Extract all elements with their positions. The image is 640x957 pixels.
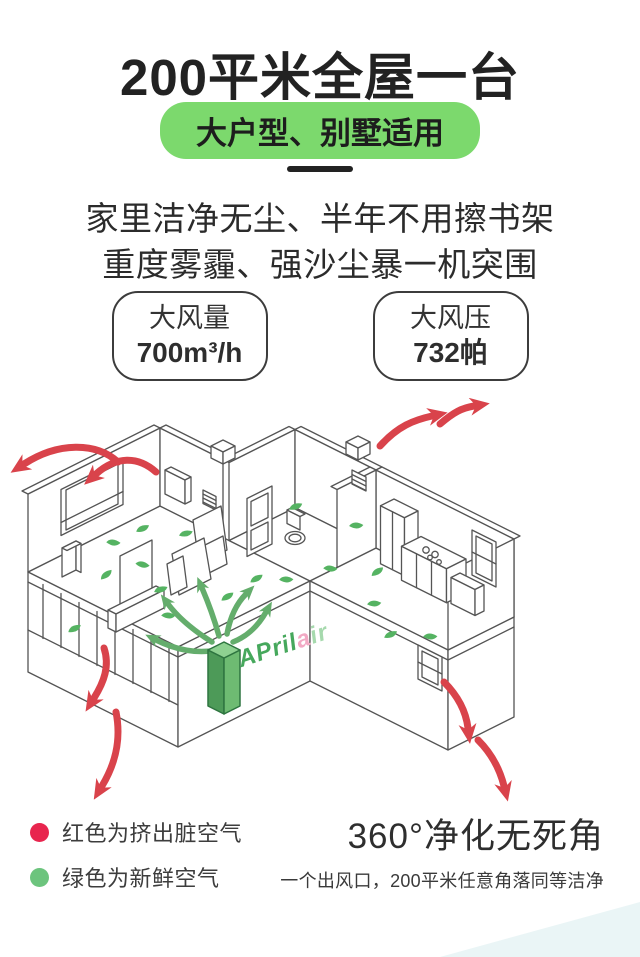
green-dot-icon xyxy=(30,867,49,887)
tagline-line2: 重度雾霾、强沙尘暴一机突围 xyxy=(102,246,538,283)
legend-dirty-air-label: 红色为挤出脏空气 xyxy=(62,821,243,846)
airflow-legend: 红色为挤出脏空气 绿色为新鲜空气 xyxy=(30,816,242,906)
legend-fresh-air: 绿色为新鲜空气 xyxy=(30,861,242,893)
house-airflow-illustration xyxy=(10,398,521,802)
vent-grille-left xyxy=(202,489,217,511)
stat-airflow-value: 700m³/h xyxy=(136,337,243,369)
living-room-window xyxy=(60,457,124,537)
stat-pressure-label: 大风压 xyxy=(410,303,491,333)
legend-fresh-air-label: 绿色为新鲜空气 xyxy=(62,866,220,891)
stat-airflow-label: 大风量 xyxy=(149,303,230,333)
stat-airflow-card: 大风量 700m³/h xyxy=(111,291,268,381)
kitchen-window xyxy=(471,529,497,588)
roof-vent-right xyxy=(345,435,371,461)
footer-claim: 360°净化无死角 一个出风口，200平米任意角落同等洁净 xyxy=(280,808,604,893)
green-air-arrows xyxy=(145,576,272,655)
highlight-badge: 大户型、别墅适用 xyxy=(160,102,480,159)
footer-headline: 360°净化无死角 xyxy=(347,817,604,856)
hall-door xyxy=(246,485,273,558)
red-exhaust-arrows xyxy=(10,398,512,802)
stat-pressure-card: 大风压 732帕 xyxy=(372,291,529,381)
divider xyxy=(287,166,353,172)
tv-stand xyxy=(107,539,165,633)
tagline-line1: 家里洁净无尘、半年不用擦书架 xyxy=(85,200,555,237)
toilet xyxy=(284,506,306,546)
corner-decoration xyxy=(440,902,640,957)
footer-subline: 一个出风口，200平米任意角落同等洁净 xyxy=(280,871,604,891)
wall-cabinet xyxy=(164,466,192,505)
kitchen-low-cabinet xyxy=(450,572,485,617)
stat-cards: 大风量 700m³/h 大风压 732帕 xyxy=(0,291,640,381)
stat-pressure-value: 732帕 xyxy=(413,337,488,369)
front-right-window xyxy=(417,644,443,692)
roof-vent-left xyxy=(210,439,236,465)
page-title: 200平米全屋一台 xyxy=(119,49,521,106)
speaker xyxy=(61,540,82,578)
red-dot-icon xyxy=(30,822,49,842)
vent-grille-right xyxy=(351,469,367,492)
sofa xyxy=(166,505,228,596)
legend-dirty-air: 红色为挤出脏空气 xyxy=(30,816,242,848)
purifier-unit xyxy=(207,641,241,715)
